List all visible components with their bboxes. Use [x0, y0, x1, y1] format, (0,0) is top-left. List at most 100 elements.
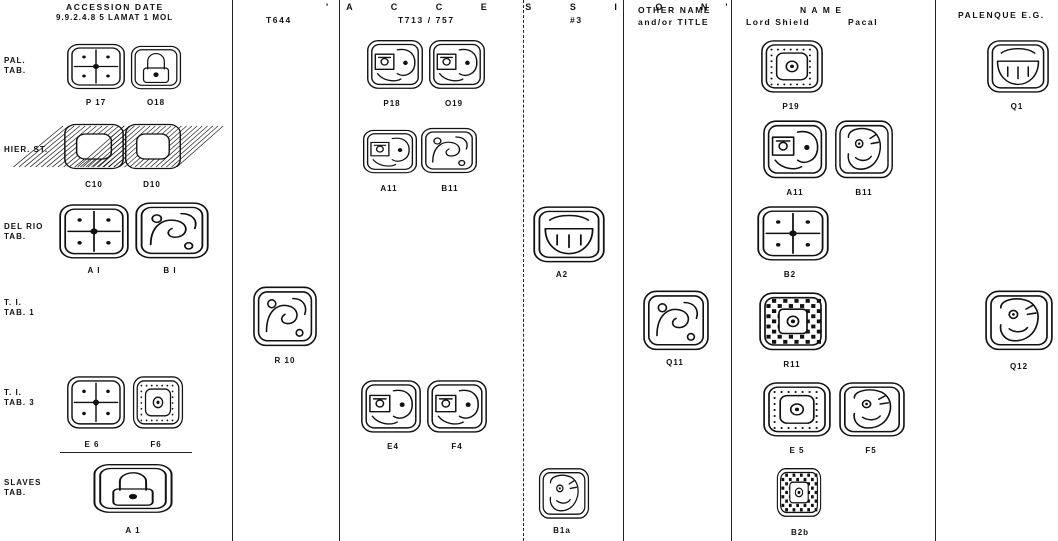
glyph-o19: [428, 38, 486, 92]
glyph-a2: [532, 204, 606, 266]
label-p18: P18: [383, 99, 401, 108]
column-divider-1: [232, 0, 233, 541]
label-o18: O18: [146, 98, 166, 107]
glyph-p17: [66, 42, 126, 92]
label-a1-slaves: A 1: [125, 526, 141, 535]
label-c10: C10: [85, 180, 103, 189]
glyph-drawing: [130, 45, 182, 90]
header-name: N A M E: [800, 5, 843, 15]
glyph-drawing: [67, 376, 125, 429]
row-label-pal-tab: PAL. TAB.: [4, 56, 27, 75]
glyph-drawing: [643, 290, 709, 351]
glyph-q11: [642, 288, 710, 354]
header-lord-shield: Lord Shield: [746, 17, 811, 27]
column-divider-dashed: [523, 0, 524, 541]
glyph-drawing: [67, 43, 125, 90]
glyph-e6: [66, 374, 126, 432]
glyph-drawing: [253, 286, 317, 347]
glyph-drawing: [363, 129, 417, 174]
column-divider-2: [339, 0, 340, 541]
glyph-drawing: [759, 292, 827, 351]
label-b11: B11: [441, 184, 459, 193]
label-f5: F5: [865, 446, 877, 455]
column-divider-4: [731, 0, 732, 541]
glyph-drawing: [367, 40, 423, 89]
label-r10: R 10: [274, 356, 296, 365]
glyph-drawing: [132, 376, 184, 429]
label-q12: Q12: [1009, 362, 1029, 371]
label-a2: A2: [555, 270, 569, 279]
glyph-b1-delrio: [134, 200, 210, 262]
glyph-drawing: [763, 382, 831, 437]
glyph-drawing: [839, 382, 905, 437]
label-e4: E4: [387, 442, 399, 451]
glyph-drawing: [757, 206, 829, 261]
glyph-o18: [130, 44, 182, 92]
header-and-title: and/or TITLE: [638, 17, 710, 27]
label-p17: P 17: [85, 98, 107, 107]
row-label-ti-tab1: T. I. TAB. 1: [4, 298, 35, 317]
glyph-b1a: [538, 466, 590, 522]
glyph-drawing: [93, 464, 173, 513]
label-r11: R11: [783, 360, 801, 369]
glyph-a11-name: [762, 118, 828, 182]
label-q11: Q11: [666, 358, 684, 367]
glyph-drawing: [59, 204, 129, 259]
label-a11-name: A11: [786, 188, 804, 197]
label-e6: E 6: [84, 440, 100, 449]
glyph-drawing: [761, 40, 823, 93]
glyph-drawing: [538, 468, 590, 519]
glyph-b2: [756, 204, 830, 264]
glyph-drawing: [361, 380, 421, 433]
glyph-c10: [13, 122, 170, 172]
glyph-drawing: [763, 120, 827, 179]
glyph-f4: [426, 378, 488, 436]
glyph-drawing: [776, 468, 822, 517]
glyph-r11: [758, 290, 828, 354]
label-e5: E 5: [789, 446, 805, 455]
header-palenque: PALENQUE E.G.: [958, 10, 1045, 20]
glyph-drawing: [13, 123, 170, 170]
header-accession-span: 'A C C E S S I O N': [326, 2, 746, 12]
glyph-b11: [420, 126, 478, 176]
label-o19: O19: [444, 99, 464, 108]
label-b1a: B1a: [553, 526, 571, 535]
column-divider-3: [623, 0, 624, 541]
header-num3: #3: [570, 15, 583, 25]
header-other-name: OTHER NAME: [638, 5, 712, 15]
glyph-drawing: [77, 123, 224, 170]
label-a11: A11: [380, 184, 398, 193]
glyph-a11: [362, 128, 418, 176]
glyph-e4: [360, 378, 422, 436]
glyph-drawing: [429, 40, 485, 89]
label-f6: F6: [150, 440, 162, 449]
row-label-slaves-tab: SLAVES TAB.: [4, 478, 42, 497]
label-d10: D10: [143, 180, 161, 189]
row-label-del-rio-tab: DEL RIO TAB.: [4, 222, 44, 241]
label-b2b: B2b: [790, 528, 810, 537]
glyph-f5: [838, 380, 906, 440]
label-b2: B2: [783, 270, 797, 279]
glyph-drawing: [427, 380, 487, 433]
glyph-p18: [366, 38, 424, 92]
row-label-hier-st: HIER. ST.: [4, 145, 49, 154]
glyph-f6: [132, 374, 184, 432]
label-b1-delrio: B I: [163, 266, 177, 275]
header-t713: T713 / 757: [398, 15, 455, 25]
glyph-p19: [760, 38, 824, 96]
header-pacal: Pacal: [848, 17, 879, 27]
glyph-a1-slaves: [92, 462, 174, 516]
glyph-drawing: [533, 206, 605, 263]
glyph-e5: [762, 380, 832, 440]
glyph-drawing: [135, 202, 209, 259]
label-a1-delrio: A I: [87, 266, 101, 275]
row-divider: [60, 452, 192, 453]
glyph-drawing: [421, 127, 477, 174]
column-divider-5: [935, 0, 936, 541]
glyph-a1-delrio: [58, 202, 130, 262]
glyph-d10: [77, 122, 224, 172]
glyph-drawing: [985, 290, 1053, 351]
glyph-drawing: [987, 40, 1049, 93]
row-label-ti-tab3: T. I. TAB. 3: [4, 388, 35, 407]
header-accession-date-sub: 9.9.2.4.8 5 LAMAT 1 MOL: [56, 13, 174, 22]
